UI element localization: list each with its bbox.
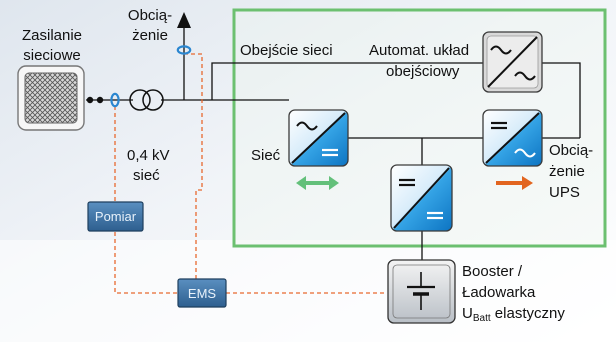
load-arrow-head (177, 12, 191, 28)
voltage-label-2: sieć (133, 167, 160, 184)
measurement-label: Pomiar (95, 209, 137, 224)
load-top-label-2: żenie (132, 27, 168, 44)
booster-label-2: Ładowarka (462, 284, 536, 301)
wiring (86, 28, 581, 260)
load-top-label-1: Obcią- (128, 7, 172, 24)
auto-bypass-label-1: Automat. układ (369, 42, 469, 59)
dc-ac-converter-icon (482, 109, 543, 167)
ups-load-label-1: Obcią- (549, 142, 593, 159)
bypass-switch-icon (482, 31, 543, 93)
current-sensor-icon (176, 45, 192, 55)
auto-bypass-label-2: obejściowy (386, 63, 460, 80)
grid-supply-label-2: sieciowe (23, 47, 81, 64)
bidirectional-arrow-icon (296, 176, 339, 190)
output-arrow-icon (496, 176, 533, 190)
grid-mesh-icon (17, 65, 85, 131)
ems-label: EMS (188, 286, 217, 301)
background-fade (0, 240, 616, 342)
bypass-output (542, 62, 581, 138)
ups-load-label-3: UPS (549, 184, 580, 201)
voltage-label-1: 0,4 kV (127, 147, 170, 164)
ems-box: EMS (177, 278, 227, 308)
dc-dc-converter-icon (390, 164, 453, 232)
grid-short-label: Sieć (251, 147, 281, 164)
ubatt-label: UBatt elastyczny (462, 305, 565, 324)
booster-label-1: Booster / (462, 263, 523, 280)
ubatt-suffix: elastyczny (491, 305, 566, 322)
grid-node (86, 96, 94, 104)
transformer-icon (129, 89, 164, 111)
bypass-line (211, 62, 483, 100)
battery-icon (387, 259, 456, 324)
current-sensor-icon (110, 92, 120, 108)
measurement-box: Pomiar (87, 201, 144, 232)
ubatt-prefix: U (462, 305, 473, 322)
grid-supply-label-1: Zasilanie (22, 27, 82, 44)
grid-node (96, 96, 104, 104)
ubatt-subscript: Batt (473, 313, 491, 324)
ups-load-label-2: żenie (549, 163, 585, 180)
ac-dc-converter-icon (288, 109, 349, 167)
bypass-label: Obejście sieci (240, 42, 333, 59)
